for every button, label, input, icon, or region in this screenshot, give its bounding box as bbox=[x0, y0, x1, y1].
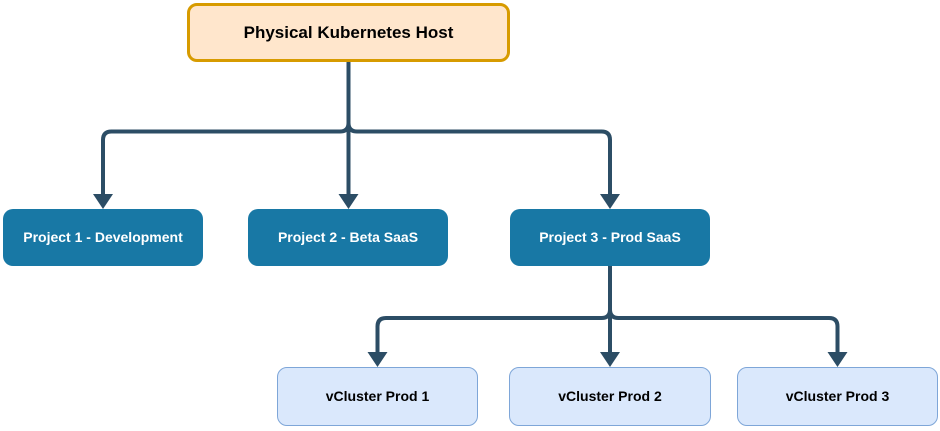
arrowhead-vcluster-2 bbox=[600, 352, 620, 367]
arrowhead-project-3 bbox=[600, 194, 620, 209]
node-vcluster-prod-1: vCluster Prod 1 bbox=[277, 367, 478, 426]
arrowhead-project-1 bbox=[93, 194, 113, 209]
node-project-2-beta-saas: Project 2 - Beta SaaS bbox=[248, 209, 448, 266]
node-project-1-development: Project 1 - Development bbox=[3, 209, 203, 266]
edge-project3-to-vcluster-1 bbox=[375, 266, 612, 353]
node-project-3-prod-saas: Project 3 - Prod SaaS bbox=[510, 209, 710, 266]
arrowhead-vcluster-3 bbox=[827, 352, 848, 367]
node-project-3-label: Project 3 - Prod SaaS bbox=[539, 229, 681, 246]
edge-project3-to-vcluster-3 bbox=[608, 266, 840, 353]
node-vcluster-prod-3: vCluster Prod 3 bbox=[737, 367, 938, 426]
arrowhead-vcluster-1 bbox=[367, 352, 388, 367]
node-physical-kubernetes-host-label: Physical Kubernetes Host bbox=[243, 22, 454, 42]
node-vcluster-prod-2: vCluster Prod 2 bbox=[509, 367, 711, 426]
edge-root-to-project-3 bbox=[346, 62, 612, 195]
node-vcluster-2-label: vCluster Prod 2 bbox=[558, 388, 662, 405]
node-physical-kubernetes-host: Physical Kubernetes Host bbox=[187, 3, 510, 62]
node-project-1-label: Project 1 - Development bbox=[23, 229, 183, 246]
arrowhead-project-2 bbox=[338, 194, 359, 209]
node-vcluster-1-label: vCluster Prod 1 bbox=[325, 388, 430, 405]
edge-root-to-project-1 bbox=[101, 62, 351, 195]
node-project-2-label: Project 2 - Beta SaaS bbox=[277, 229, 419, 246]
node-vcluster-3-label: vCluster Prod 3 bbox=[785, 388, 890, 405]
